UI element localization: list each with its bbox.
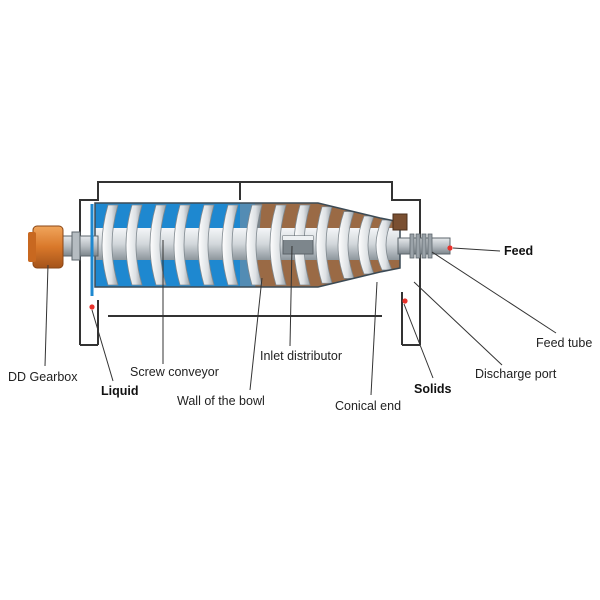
screw-flight [101,204,119,286]
screw-flight [245,204,263,286]
housing-frame [79,181,421,346]
rotating-bowl [95,203,400,287]
feed-tube-label: Feed tube [536,336,593,350]
threaded-coupling [409,233,433,259]
discharge-port-nozzle [392,213,408,231]
bowl-wall [94,202,401,288]
liquid-marker [89,304,95,310]
liquid-label: Liquid [101,384,139,398]
conical-end-label: Conical end [335,399,402,413]
screw-flight [197,204,215,286]
screw-flight [173,204,191,286]
solids-label: Solids [414,382,452,396]
feed-marker [447,245,453,251]
solids-marker [402,298,408,304]
dd-gearbox [32,225,64,269]
screw-flight [125,204,143,286]
bearing-ring [71,231,81,261]
screw-flight [269,204,287,286]
feed-label: Feed [504,244,534,258]
screw-conveyor-label: Screw conveyor [130,365,219,379]
leader-lines [44,240,557,396]
wall-of-bowl-label: Wall of the bowl [177,394,265,408]
dd-gearbox-label: DD Gearbox [8,370,78,384]
discharge-port-label: Discharge port [475,367,557,381]
screw-flight [221,204,239,286]
screw-flight [149,204,167,286]
inlet-distributor-label: Inlet distributor [260,349,342,363]
